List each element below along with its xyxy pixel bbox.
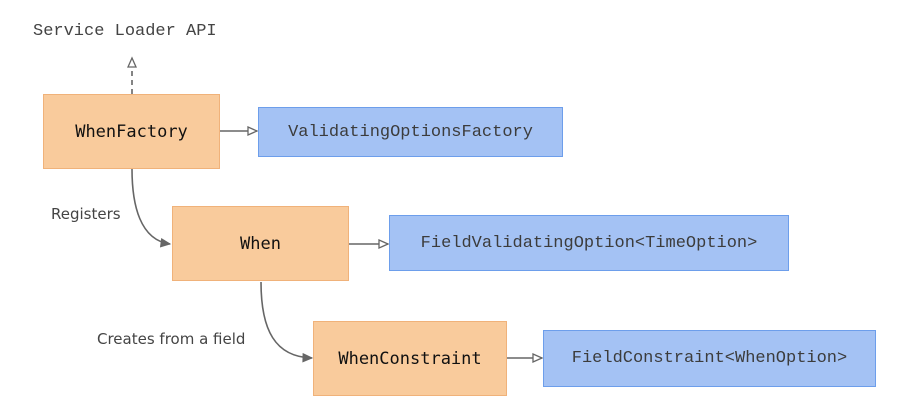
validating-options-factory-node: ValidatingOptionsFactory <box>258 107 563 157</box>
when-node: When <box>172 206 349 281</box>
registers-arrow <box>131 168 172 248</box>
when-factory-node: WhenFactory <box>43 94 220 169</box>
creates-from-field-label: Creates from a field <box>97 330 246 348</box>
creates-from-field-arrow <box>260 281 314 363</box>
field-validating-option-node: FieldValidatingOption<TimeOption> <box>389 215 789 271</box>
registers-label: Registers <box>51 205 121 223</box>
field-constraint-node: FieldConstraint<WhenOption> <box>543 330 876 387</box>
when-constraint-node: WhenConstraint <box>313 321 507 396</box>
service-loader-api-label: Service Loader API <box>33 22 217 41</box>
